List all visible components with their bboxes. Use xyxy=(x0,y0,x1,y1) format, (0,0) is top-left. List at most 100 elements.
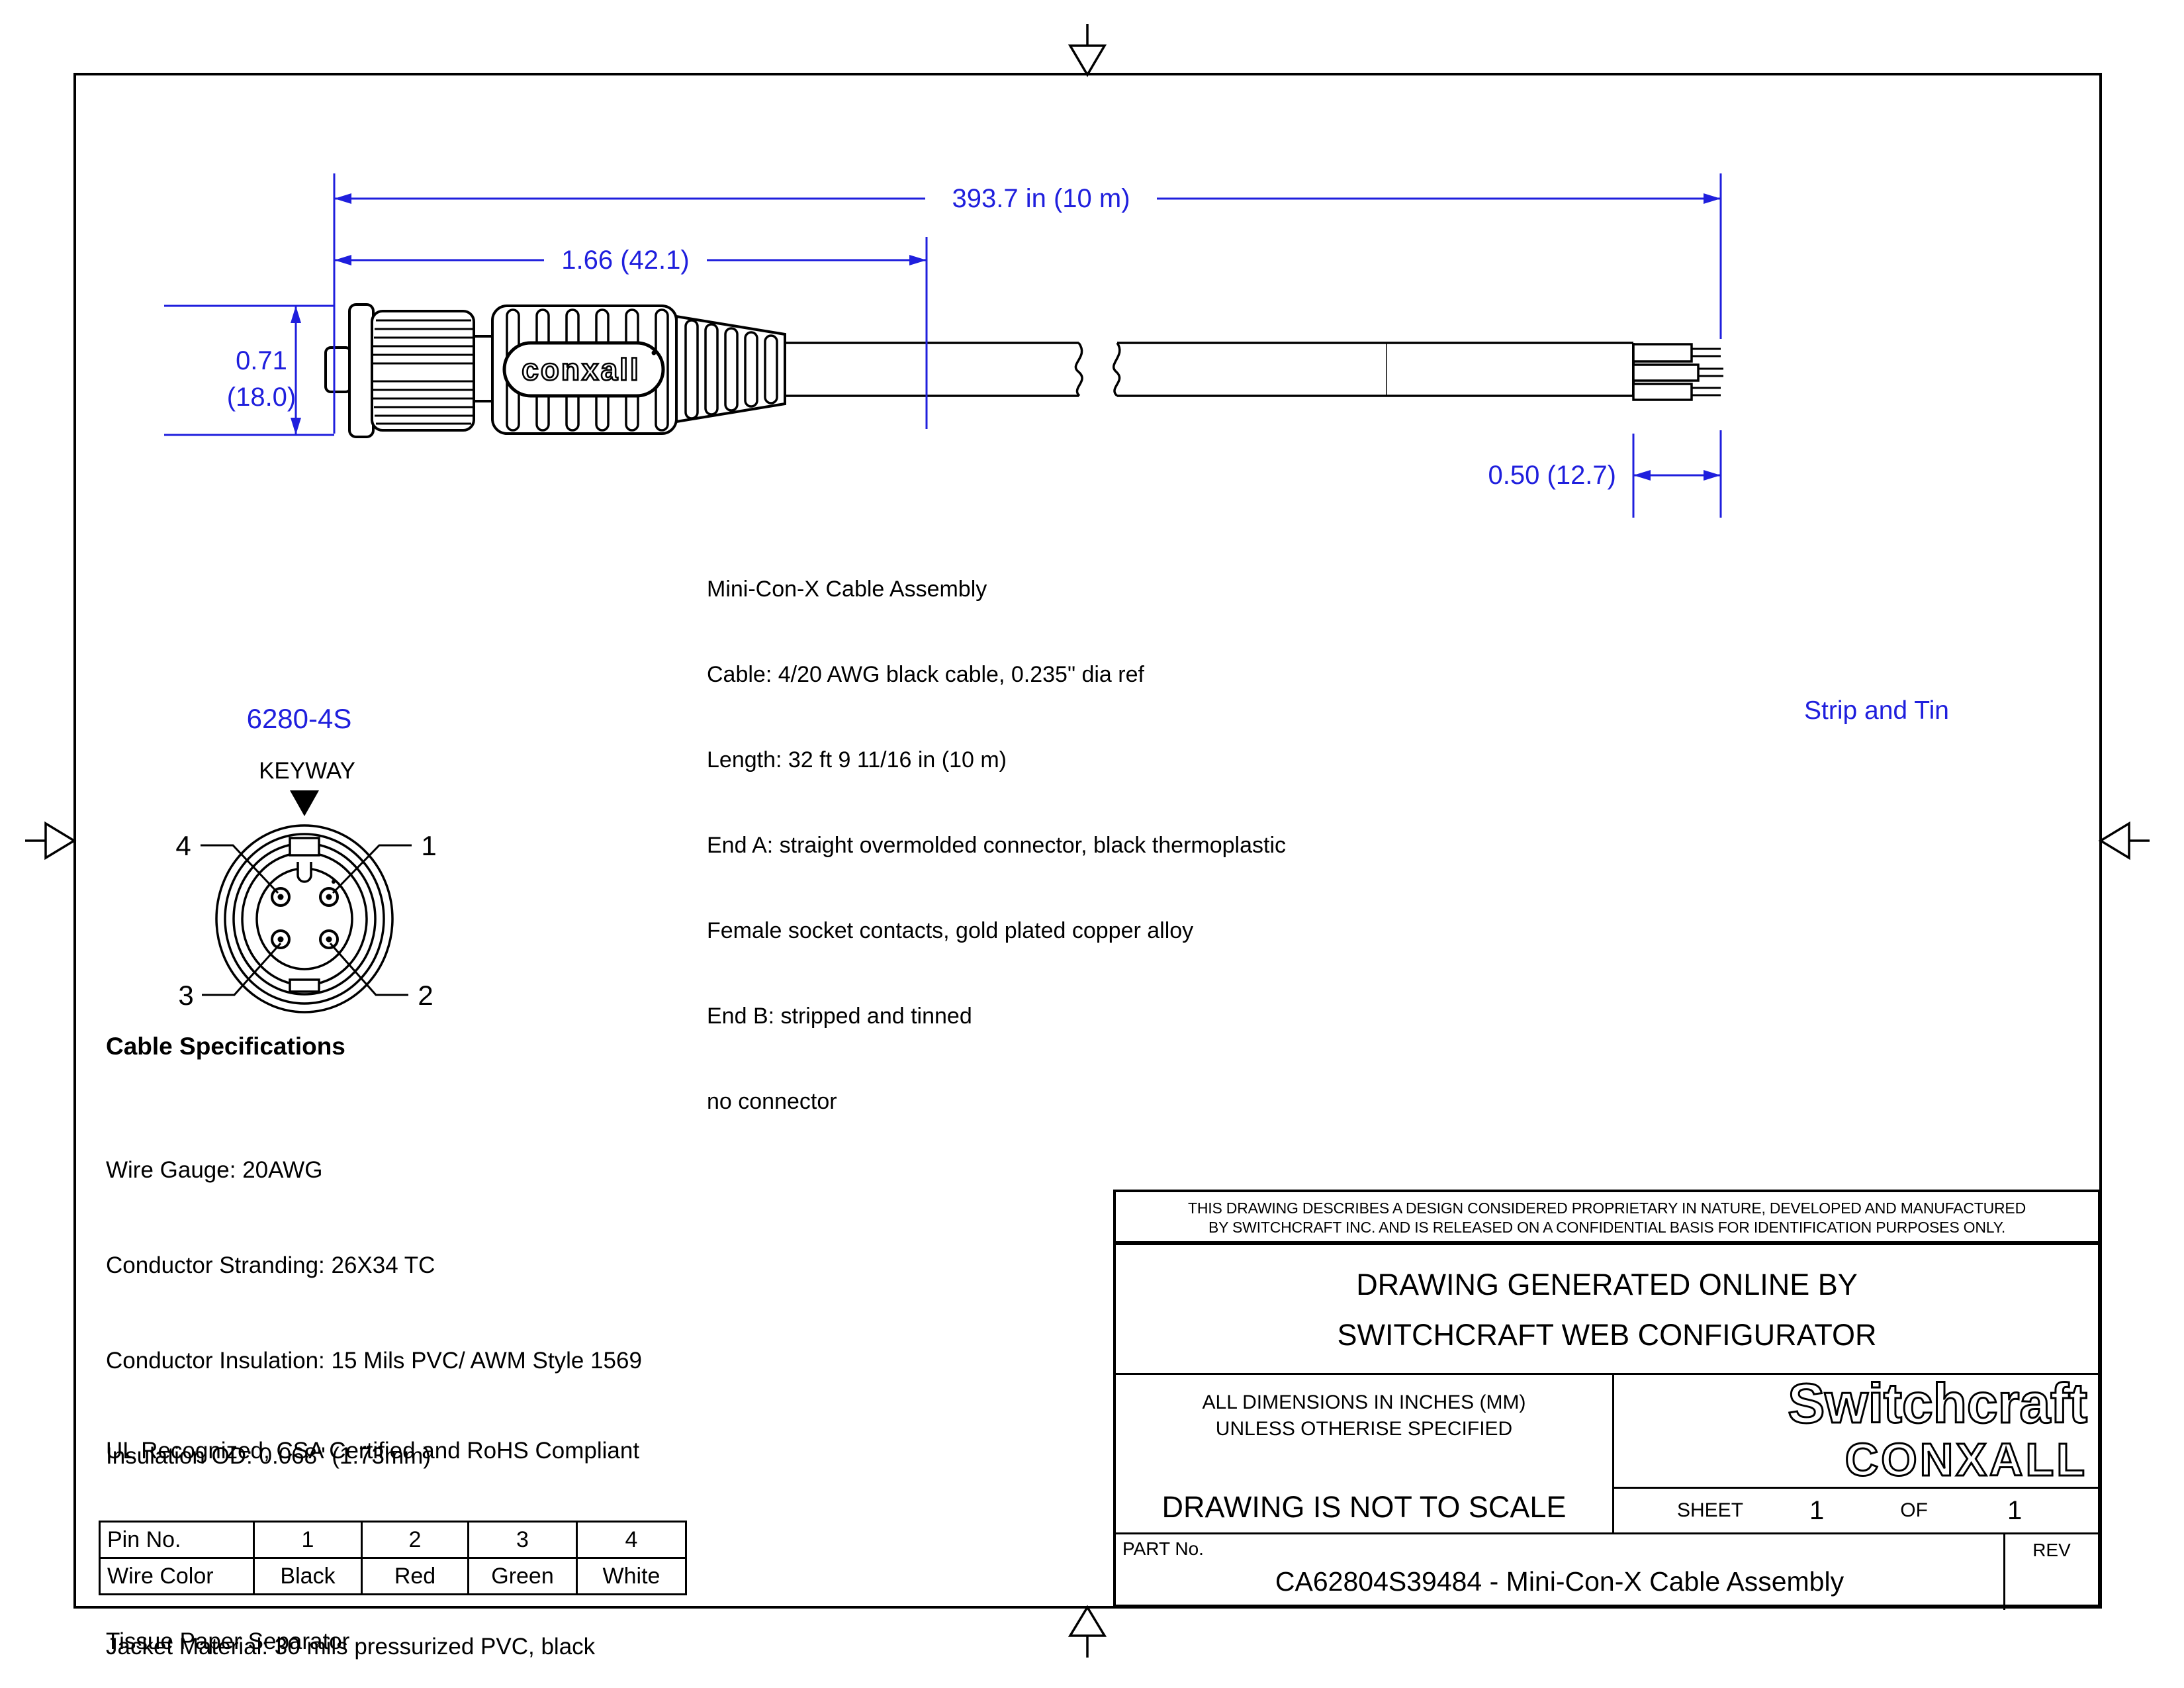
registration-mark-bottom xyxy=(1068,1605,1107,1658)
description-line: Mini-Con-X Cable Assembly xyxy=(707,577,987,602)
generated-by-notice: DRAWING GENERATED ONLINE BY SWITCHCRAFT … xyxy=(1116,1245,2098,1375)
tinned-leads xyxy=(1692,348,1723,397)
connector-flange xyxy=(348,303,375,438)
dimension-lines xyxy=(164,173,1722,518)
assembly-description: Mini-Con-X Cable Assembly Cable: 4/20 AW… xyxy=(707,518,1286,1173)
keyway-tab-top xyxy=(289,837,320,857)
logo-capsule xyxy=(502,341,665,398)
table-cell: 4 xyxy=(576,1521,687,1559)
pin-wire-color-table: Pin No. 1 2 3 4 Wire Color Black Red Gre… xyxy=(99,1521,687,1595)
title-block: THIS DRAWING DESCRIBES A DESIGN CONSIDER… xyxy=(1113,1190,2101,1610)
description-line: End B: stripped and tinned xyxy=(707,1004,972,1029)
spec-line: Insulation OD: 0.068" (1.73mm) xyxy=(106,1443,431,1469)
logo-art: Switchcraft CONXALL xyxy=(1787,1375,2089,1487)
rev-cell: REV xyxy=(2003,1534,2098,1610)
connector-front-cap xyxy=(324,346,352,393)
knurling-lines xyxy=(373,319,474,425)
table-cell: Green xyxy=(467,1557,578,1595)
spec-line: Jacket Material: 30 mils pressurized PVC… xyxy=(106,1634,596,1660)
pin-label-1: 1 xyxy=(421,830,436,861)
generated-line: SWITCHCRAFT WEB CONFIGURATOR xyxy=(1337,1318,1877,1352)
cable-run xyxy=(785,342,1635,397)
stripped-wires xyxy=(1632,343,1700,401)
proprietary-line: BY SWITCHCRAFT INC. AND IS RELEASED ON A… xyxy=(1208,1219,2006,1236)
proprietary-line: THIS DRAWING DESCRIBES A DESIGN CONSIDER… xyxy=(1188,1199,2026,1217)
dim-height-in-label: 0.71 xyxy=(236,346,287,375)
cable-break-right xyxy=(1112,342,1121,397)
pin-leader-lines xyxy=(201,844,412,996)
description-line: Length: 32 ft 9 11/16 in (10 m) xyxy=(707,747,1007,773)
pin-face-part-number: 6280-4S xyxy=(247,703,352,734)
table-cell: 3 xyxy=(467,1521,578,1559)
pin-label-3: 3 xyxy=(178,980,193,1011)
units-note-line: UNLESS OTHERISE SPECIFIED xyxy=(1215,1418,1513,1440)
logo-switchcraft-text: Switchcraft xyxy=(1788,1375,2087,1434)
units-note: ALL DIMENSIONS IN INCHES (MM) UNLESS OTH… xyxy=(1203,1389,1526,1442)
cable-specs-title: Cable Specifications xyxy=(106,1033,345,1060)
logo-conxall-text: CONXALL xyxy=(1845,1434,2087,1485)
sheet-number: 1 xyxy=(1809,1495,1825,1525)
table-cell: White xyxy=(576,1557,687,1595)
strip-and-tin-note: Strip and Tin xyxy=(1804,696,1949,725)
description-line: Female socket contacts, gold plated copp… xyxy=(707,918,1194,943)
sheet-total: 1 xyxy=(2007,1495,2023,1525)
dimension-labels: 393.7 in (10 m) 1.66 (42.1) 0.71 (18.0) … xyxy=(227,184,1616,490)
pin-face-diagram: 6280-4S KEYWAY xyxy=(175,703,437,1013)
dim-overall-label: 393.7 in (10 m) xyxy=(952,184,1130,213)
spec-line: Wire Gauge: 20AWG xyxy=(106,1157,323,1183)
switchcraft-conxall-logo: Switchcraft CONXALL xyxy=(1614,1375,2098,1489)
description-line: no connector xyxy=(707,1089,837,1114)
dim-strip-label: 0.50 (12.7) xyxy=(1488,461,1616,490)
dimension-arrowheads xyxy=(291,193,1721,481)
part-number-cell: PART No. CA62804S39484 - Mini-Con-X Cabl… xyxy=(1116,1534,2003,1610)
spec-line: Conductor Stranding: 26X34 TC xyxy=(106,1252,435,1278)
table-cell: Black xyxy=(253,1557,363,1595)
cable-break-left xyxy=(1074,342,1083,397)
pin-label-4: 4 xyxy=(175,830,191,861)
part-number-value: CA62804S39484 - Mini-Con-X Cable Assembl… xyxy=(1275,1566,1844,1597)
dim-height-mm-label: (18.0) xyxy=(227,383,296,412)
spec-line: Conductor Insulation: 15 Mils PVC/ AWM S… xyxy=(106,1348,642,1374)
connector-logo-text: conxall xyxy=(522,352,641,387)
logo-sheet-cell: Switchcraft CONXALL SHEET 1 OF 1 xyxy=(1614,1375,2098,1532)
pin-label-2: 2 xyxy=(418,980,433,1011)
description-line: Cable: 4/20 AWG black cable, 0.235" dia … xyxy=(707,662,1144,687)
connector-side-view: conxall xyxy=(324,303,1723,438)
table-cell: Pin No. xyxy=(99,1521,255,1559)
compliance-line: UL Recognized, CSA Certified and RoHS Co… xyxy=(106,1438,640,1464)
part-number-row: PART No. CA62804S39484 - Mini-Con-X Cabl… xyxy=(1116,1532,2098,1610)
table-cell: 2 xyxy=(361,1521,469,1559)
registration-mark-top xyxy=(1068,24,1107,77)
registration-mark-left xyxy=(25,821,77,861)
table-cell: Wire Color xyxy=(99,1557,255,1595)
of-label: OF xyxy=(1900,1499,1928,1521)
keyway-label: KEYWAY xyxy=(259,758,355,784)
logo-registered-dot xyxy=(651,350,657,355)
generated-line: DRAWING GENERATED ONLINE BY xyxy=(1356,1268,1858,1301)
not-to-scale-note: DRAWING IS NOT TO SCALE xyxy=(1161,1490,1567,1524)
rev-label: REV xyxy=(2032,1540,2071,1560)
description-line: End A: straight overmolded connector, bl… xyxy=(707,833,1287,858)
sheet-label: SHEET xyxy=(1677,1499,1744,1521)
units-note-line: ALL DIMENSIONS IN INCHES (MM) xyxy=(1202,1391,1526,1413)
table-cell: Red xyxy=(361,1557,469,1595)
socket-contact-dots xyxy=(277,880,336,943)
keyway-arrow-icon xyxy=(290,790,319,816)
title-block-middle-row: ALL DIMENSIONS IN INCHES (MM) UNLESS OTH… xyxy=(1116,1375,2098,1532)
table-row: Pin No. 1 2 3 4 xyxy=(99,1521,687,1559)
keyway-notch xyxy=(296,862,312,883)
keyway-tab-bottom xyxy=(289,978,320,993)
registration-mark-right xyxy=(2098,821,2150,861)
pin-number-labels: 4 1 3 2 xyxy=(175,830,436,1011)
table-cell: 1 xyxy=(253,1521,363,1559)
connector-step xyxy=(473,335,494,402)
table-row: Wire Color Black Red Green White xyxy=(99,1557,687,1595)
part-no-label: PART No. xyxy=(1122,1538,1204,1559)
dim-connector-length-label: 1.66 (42.1) xyxy=(561,246,689,275)
strain-relief-ribs xyxy=(684,319,778,420)
compliance-line: Tissue Paper Separator xyxy=(106,1628,350,1654)
proprietary-notice: THIS DRAWING DESCRIBES A DESIGN CONSIDER… xyxy=(1116,1192,2098,1245)
sheet-row: SHEET 1 OF 1 xyxy=(1614,1489,2098,1532)
